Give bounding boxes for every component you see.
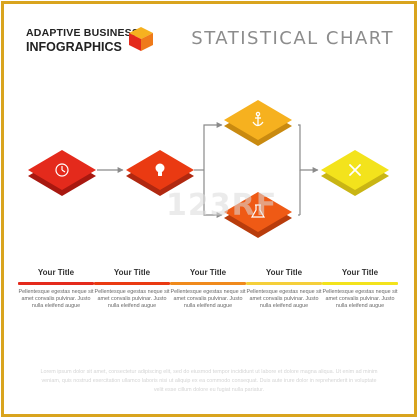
column-color-bar — [170, 282, 246, 285]
column-color-bar — [322, 282, 398, 285]
column-title: Your Title — [37, 268, 75, 277]
column-text: Pellentesque egestas neque sit amet conv… — [322, 289, 398, 309]
info-column-2: Your Title Pellentesque egestas neque si… — [94, 268, 170, 310]
node-step4 — [224, 192, 292, 238]
info-column-5: Your Title Pellentesque egestas neque si… — [322, 268, 398, 310]
flow-diagram — [28, 100, 389, 238]
node-step1 — [28, 150, 96, 196]
column-text: Pellentesque egestas neque sit amet conv… — [246, 289, 322, 309]
node-step3 — [224, 100, 292, 146]
lightbulb-icon — [155, 163, 165, 176]
brand-line-1: ADAPTIVE BUSINESS — [26, 27, 140, 39]
node-step2 — [126, 150, 194, 196]
column-title: Your Title — [341, 268, 379, 277]
connector-step3-step5 — [298, 124, 319, 173]
info-column-1: Your Title Pellentesque egestas neque si… — [18, 268, 94, 310]
column-text: Pellentesque egestas neque sit amet conv… — [94, 289, 170, 309]
column-title: Your Title — [265, 268, 303, 277]
column-text: Pellentesque egestas neque sit amet conv… — [170, 289, 246, 309]
column-title: Your Title — [113, 268, 151, 277]
node-step5 — [321, 150, 389, 196]
column-color-bar — [94, 282, 170, 285]
clock-icon — [55, 163, 69, 177]
brand-line-2: INFOGRAPHICS — [26, 39, 122, 54]
column-color-bar — [246, 282, 322, 285]
column-color-bar — [18, 282, 94, 285]
page-title: STATISTICAL CHART — [191, 28, 394, 49]
connector-to-step4 — [203, 170, 223, 218]
cube-logo-icon — [129, 27, 153, 51]
brand-block: ADAPTIVE BUSINESS INFOGRAPHICS — [26, 28, 139, 53]
footer-text: Lorem ipsum dolor sit amet, consectetur … — [40, 369, 378, 393]
column-text: Pellentesque egestas neque sit amet conv… — [18, 289, 94, 309]
connector-to-step3 — [203, 122, 223, 170]
info-column-4: Your Title Pellentesque egestas neque si… — [246, 268, 322, 310]
column-title: Your Title — [189, 268, 227, 277]
connectors — [97, 122, 319, 218]
tools-icon — [349, 164, 361, 176]
flask-icon — [250, 204, 266, 218]
info-column-3: Your Title Pellentesque egestas neque si… — [170, 268, 246, 310]
anchor-icon — [252, 111, 264, 127]
watermark-text: 123RF — [166, 188, 278, 223]
